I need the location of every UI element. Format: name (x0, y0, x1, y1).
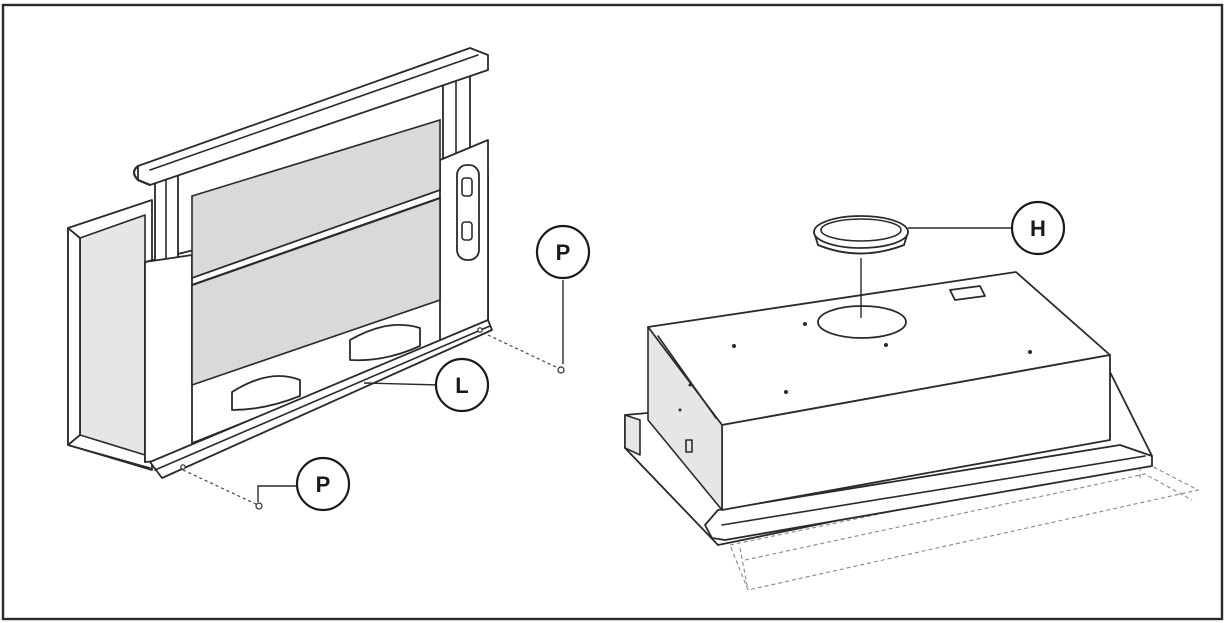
control-button (461, 177, 473, 197)
callout-p-lower: P (295, 456, 351, 512)
callout-p-upper: P (535, 224, 591, 280)
callout-h: H (1010, 200, 1066, 256)
control-strip (456, 164, 480, 261)
callout-l-label: L (455, 373, 468, 398)
callout-p-lower-label: P (316, 472, 331, 497)
telescopic-hood-unit (67, 47, 565, 510)
grease-filter (231, 375, 301, 411)
callout-l: L (434, 357, 490, 413)
screw-p (255, 502, 263, 510)
callout-p-upper-label: P (556, 240, 571, 265)
grease-filter (349, 323, 421, 362)
builtin-hood-unit (624, 215, 1200, 591)
diagram-frame (1, 3, 1224, 621)
callout-h-label: H (1030, 216, 1046, 241)
front-visor (704, 444, 1153, 541)
screw-p (557, 366, 565, 374)
duct-opening (817, 305, 907, 339)
control-button (461, 221, 473, 241)
duct-collar-h (813, 215, 909, 255)
